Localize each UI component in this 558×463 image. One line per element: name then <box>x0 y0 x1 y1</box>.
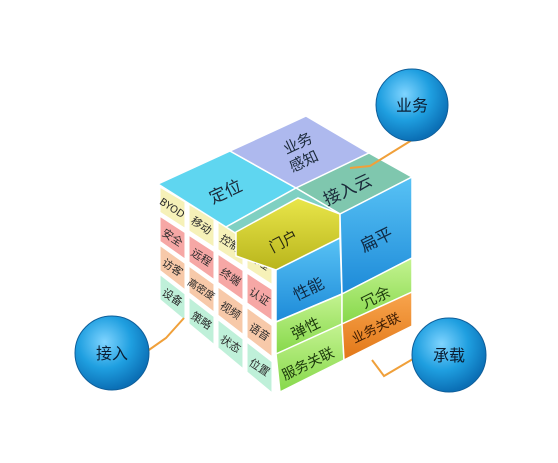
left-tile <box>188 234 215 281</box>
left-tile <box>217 286 244 336</box>
callout-access-label: 接入 <box>96 344 128 363</box>
right-tile-business-link <box>341 290 413 362</box>
left-tile <box>217 253 244 301</box>
callout-carrying: 承载 <box>411 317 487 393</box>
left-tile <box>159 215 186 260</box>
callout-carrying-label: 承载 <box>433 346 465 365</box>
leader-line-access <box>145 317 185 353</box>
left-tile <box>217 318 244 370</box>
callout-business-label: 业务 <box>396 96 428 115</box>
left-tile <box>159 244 186 291</box>
leader-line-business <box>349 139 413 169</box>
right-face: 门户 扁平 性能 冗余 弹性 业务关联 服务关联 <box>235 175 413 394</box>
left-tile <box>188 265 215 314</box>
left-tile <box>246 306 273 358</box>
left-tile <box>246 272 273 322</box>
callout-business: 业务 <box>375 68 449 142</box>
leader-lines <box>145 139 419 378</box>
left-tile <box>159 186 186 230</box>
left-tile <box>246 341 273 394</box>
left-face-tile-grid: BYOD安全访客设备移动远程高密度策略控制终端视频状态管理认证语音位置 <box>157 186 273 394</box>
left-tile <box>159 273 186 322</box>
callout-access: 接入 <box>74 315 150 391</box>
leader-line-carrying <box>371 355 419 378</box>
left-tile <box>188 296 215 346</box>
